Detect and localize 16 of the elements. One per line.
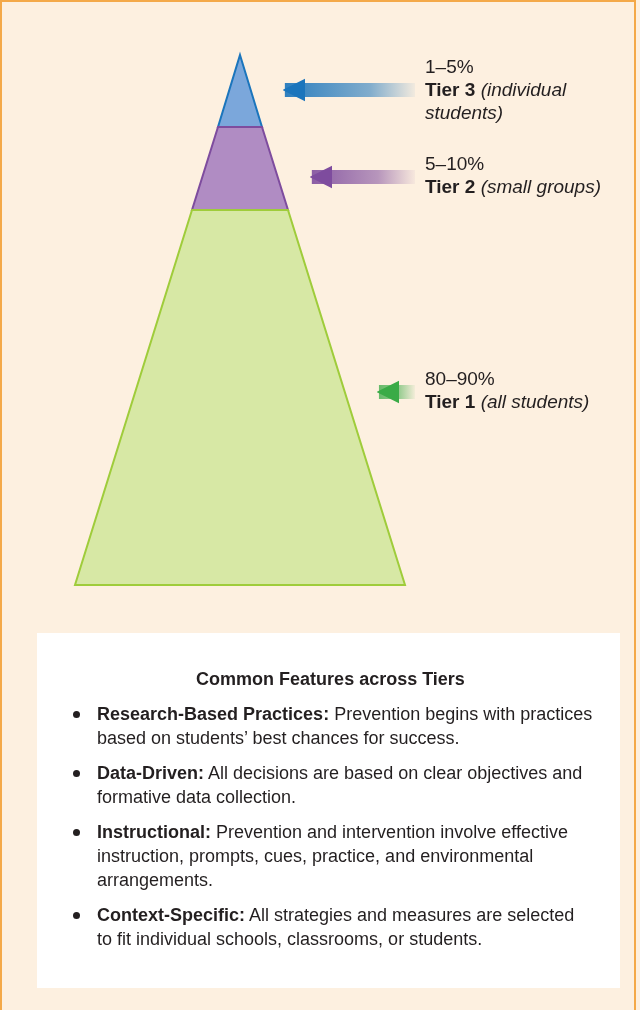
percentage-label: 5–10% xyxy=(425,152,486,175)
tier-label: Tier 2 (small groups) xyxy=(425,175,602,198)
features-panel xyxy=(37,633,620,988)
percentage-label: 1–5% xyxy=(425,55,475,78)
bullet-point: Research-Based Practices: Prevention begins with practices based on students’ best chances for success. xyxy=(67,702,594,750)
arrow xyxy=(376,380,415,404)
percentage-label: 80–90% xyxy=(425,367,496,390)
pyramid-tier xyxy=(75,210,405,585)
arrow xyxy=(309,165,415,189)
bullet-point: Data-Driven: All decisions are based on clear objectives and formative data collection. xyxy=(67,761,594,809)
tier-label: Tier 3 (individual students) xyxy=(425,78,568,124)
panel-heading: Common Features across Tiers xyxy=(195,669,466,690)
bullet-point: Context-Specific: All strategies and measures are selected to fit individual schools, classrooms, or students. xyxy=(67,903,594,951)
arrow xyxy=(282,78,415,102)
bullet-point: Instructional: Prevention and intervention involve effective instruction, prompts, cues, practice, and environmental arrangements. xyxy=(67,820,594,892)
tier-label: Tier 1 (all students) xyxy=(425,390,591,413)
